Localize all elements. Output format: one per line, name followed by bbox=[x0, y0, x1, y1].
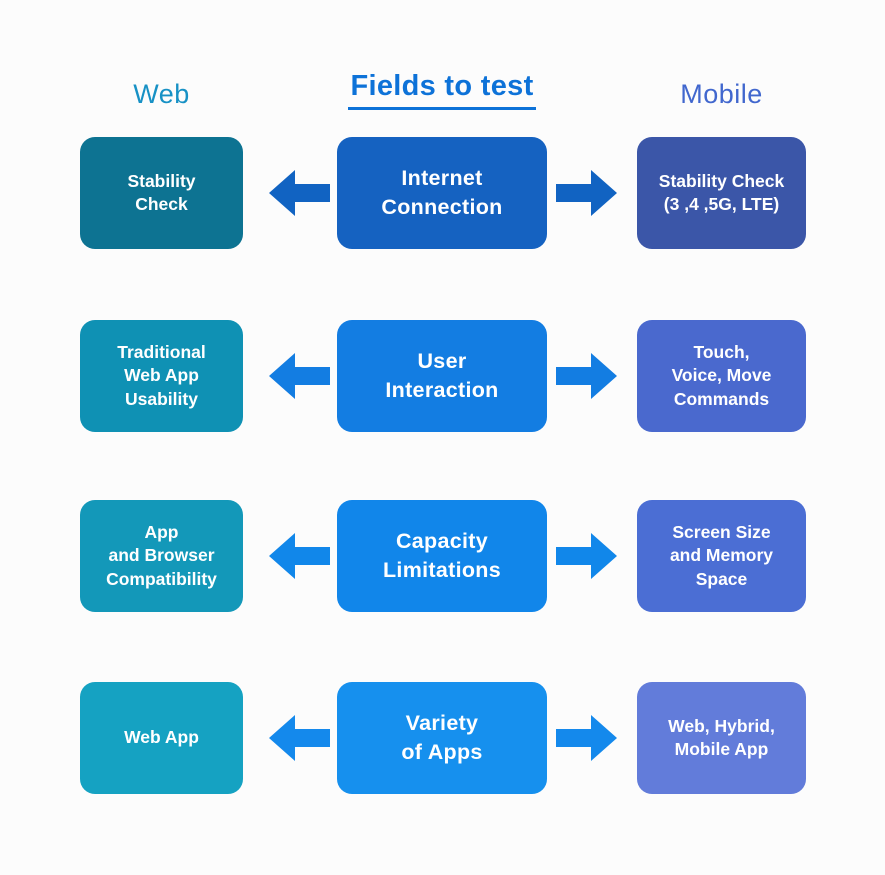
web-box-traditional-usability: Traditional Web App Usability bbox=[80, 320, 243, 432]
field-box-internet-connection: Internet Connection bbox=[337, 137, 547, 249]
left-arrow-icon bbox=[269, 533, 330, 579]
field-box-capacity-limitations: Capacity Limitations bbox=[337, 500, 547, 612]
left-arrow-icon bbox=[269, 170, 330, 216]
field-box-user-interaction: User Interaction bbox=[337, 320, 547, 432]
left-arrow-icon bbox=[269, 353, 330, 399]
diagram-row-internet-connection: Stability Check Internet Connection Stab… bbox=[0, 137, 885, 249]
mobile-box-web-hybrid-mobile: Web, Hybrid, Mobile App bbox=[637, 682, 806, 794]
web-box-stability-check: Stability Check bbox=[80, 137, 243, 249]
mobile-box-screen-size-memory: Screen Size and Memory Space bbox=[637, 500, 806, 612]
right-arrow-icon bbox=[556, 353, 617, 399]
mobile-box-stability-check: Stability Check (3 ,4 ,5G, LTE) bbox=[637, 137, 806, 249]
mobile-column-header: Mobile bbox=[680, 79, 763, 109]
web-box-web-app: Web App bbox=[80, 682, 243, 794]
field-box-variety-of-apps: Variety of Apps bbox=[337, 682, 547, 794]
right-arrow-icon bbox=[556, 533, 617, 579]
right-arrow-icon bbox=[556, 715, 617, 761]
page-title-container: Fields to test bbox=[337, 70, 547, 110]
diagram-row-user-interaction: Traditional Web App Usability User Inter… bbox=[0, 320, 885, 432]
right-arrow-icon bbox=[556, 170, 617, 216]
web-box-app-browser-compatibility: App and Browser Compatibility bbox=[80, 500, 243, 612]
page-title: Fields to test bbox=[348, 70, 536, 110]
mobile-box-touch-voice-move: Touch, Voice, Move Commands bbox=[637, 320, 806, 432]
web-column-header: Web bbox=[133, 79, 190, 109]
left-arrow-icon bbox=[269, 715, 330, 761]
diagram-row-variety-of-apps: Web App Variety of Apps Web, Hybrid, Mob… bbox=[0, 682, 885, 794]
diagram-row-capacity-limitations: App and Browser Compatibility Capacity L… bbox=[0, 500, 885, 612]
